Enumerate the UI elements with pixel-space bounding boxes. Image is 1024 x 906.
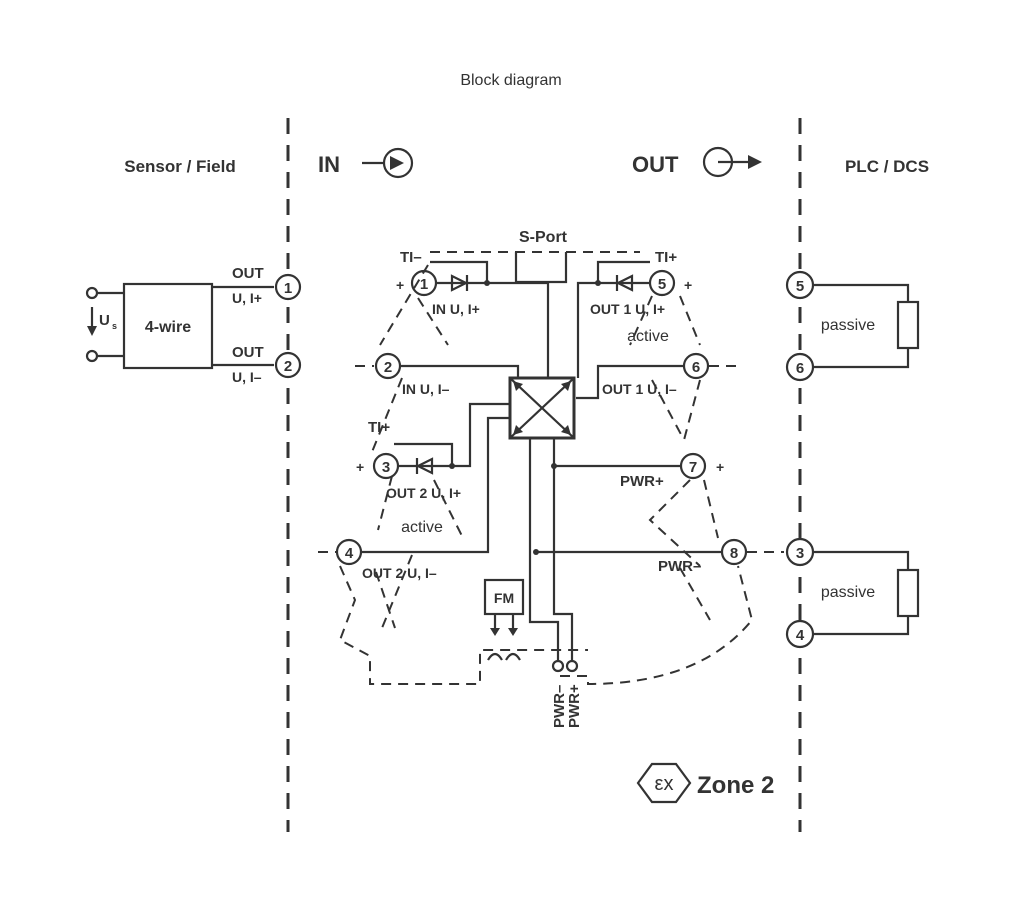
svg-text:+: + (396, 277, 404, 293)
ex-hexagon-icon (636, 762, 692, 804)
ex-symbol: εx (655, 773, 674, 795)
sensor-out2-label: OUT (232, 344, 264, 361)
svg-text:6: 6 (692, 359, 700, 376)
plc-dcs: 5 6 passive 3 4 passive (785, 270, 920, 649)
ex-zone-marking: εx Zone 2 (636, 762, 774, 804)
svg-text:+: + (716, 459, 724, 475)
svg-text:2: 2 (384, 359, 392, 376)
sensor-out1-label: OUT (232, 265, 264, 282)
sensor-out2-sub: U, I– (232, 369, 262, 385)
sensor-4-wire: 4-wire U s OUT U, I+ OUT U, I– 1 2 (85, 265, 302, 385)
sport-label: S-Port (519, 229, 568, 246)
svg-text:1: 1 (420, 276, 428, 293)
svg-text:+: + (356, 459, 364, 475)
out2-u-i-minus-label: OUT 2 U, I– (362, 565, 437, 581)
zone-label-sensor: Sensor / Field (124, 157, 235, 176)
out1-u-i-minus-label: OUT 1 U, I– (602, 381, 677, 397)
zone-2-label: Zone 2 (697, 772, 774, 799)
svg-text:+: + (684, 277, 692, 293)
ti-plus-label-left: TI+ (368, 419, 390, 436)
svg-text:1: 1 (284, 280, 292, 297)
pwr-minus-label: PWR– (658, 558, 701, 575)
svg-text:7: 7 (689, 459, 697, 476)
out1-u-i-plus-label: OUT 1 U, I+ (590, 301, 665, 317)
input-arrow-icon (362, 147, 414, 179)
svg-text:2: 2 (284, 358, 292, 375)
out2-active-label: active (401, 519, 443, 536)
passive-load-bottom (896, 568, 920, 618)
supply-subscript: s (112, 321, 117, 331)
svg-text:3: 3 (796, 545, 804, 562)
field-terminal-1 (274, 273, 302, 301)
supply-label: U (99, 312, 110, 329)
svg-text:6: 6 (796, 360, 804, 377)
pwr-minus-vertical-label: PWR– (551, 685, 568, 728)
zone-label-out: OUT (632, 152, 679, 177)
svg-text:8: 8 (730, 545, 738, 562)
fm-label: FM (494, 590, 514, 606)
output-arrow-icon (702, 146, 762, 178)
out2-u-i-plus-label: OUT 2 U, I+ (386, 485, 461, 501)
zone-label-plc: PLC / DCS (845, 157, 929, 176)
pwr-plus-vertical-label: PWR+ (566, 684, 583, 728)
in-u-i-minus-label: IN U, I– (402, 381, 450, 397)
svg-text:4: 4 (796, 627, 805, 644)
in-u-i-plus-label: IN U, I+ (432, 301, 480, 317)
passive-label-bottom: passive (821, 584, 875, 601)
zone-label-in: IN (318, 152, 340, 177)
passive-load-top (896, 300, 920, 350)
isolator-module: S-Port TI– TI+ TI+ + 1 IN U, I+ + 5 OUT … (318, 229, 784, 728)
field-terminal-2 (274, 351, 302, 379)
svg-text:4: 4 (345, 545, 354, 562)
pwr-plus-label: PWR+ (620, 473, 664, 490)
sensor-out1-sub: U, I+ (232, 290, 262, 306)
svg-text:3: 3 (382, 459, 390, 476)
out1-active-label: active (627, 328, 669, 345)
ti-minus-label: TI– (400, 249, 422, 266)
sensor-block-label: 4-wire (145, 319, 191, 336)
diagram-title: Block diagram (460, 72, 561, 89)
ti-plus-label-top: TI+ (655, 249, 677, 266)
passive-label-top: passive (821, 317, 875, 334)
svg-text:5: 5 (796, 278, 804, 295)
svg-text:5: 5 (658, 276, 666, 293)
